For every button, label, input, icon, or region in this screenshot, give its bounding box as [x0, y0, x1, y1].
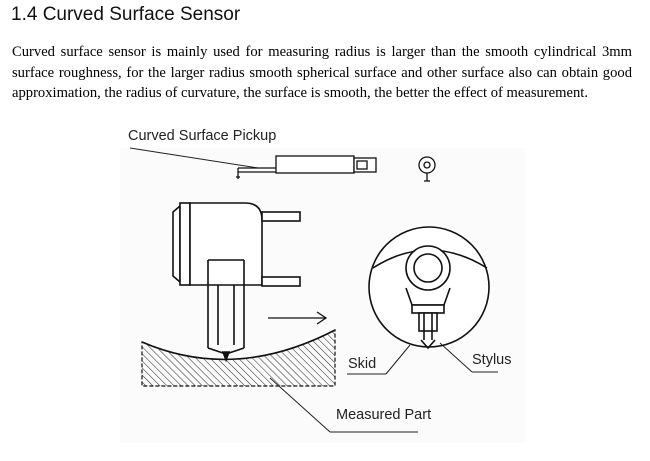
measured-part-label: Measured Part	[336, 407, 431, 423]
stylus-label: Stylus	[472, 352, 512, 368]
measured-part-leader-line	[269, 377, 331, 433]
detail-view	[368, 226, 490, 350]
pickup-side-view	[236, 155, 377, 179]
sensor-head	[172, 202, 301, 363]
section-heading: 1.4 Curved Surface Sensor	[11, 4, 241, 25]
skid-leader-line	[385, 344, 411, 375]
motion-arrow	[268, 311, 328, 325]
pickup-label: Curved Surface Pickup	[128, 128, 276, 144]
stylus-leader-line	[439, 342, 473, 373]
pickup-leader-line	[129, 147, 259, 169]
skid-label: Skid	[348, 356, 376, 372]
pickup-end-view-icon	[418, 156, 436, 182]
description-paragraph: Curved surface sensor is mainly used for…	[12, 44, 632, 101]
surface-curve	[141, 329, 336, 361]
